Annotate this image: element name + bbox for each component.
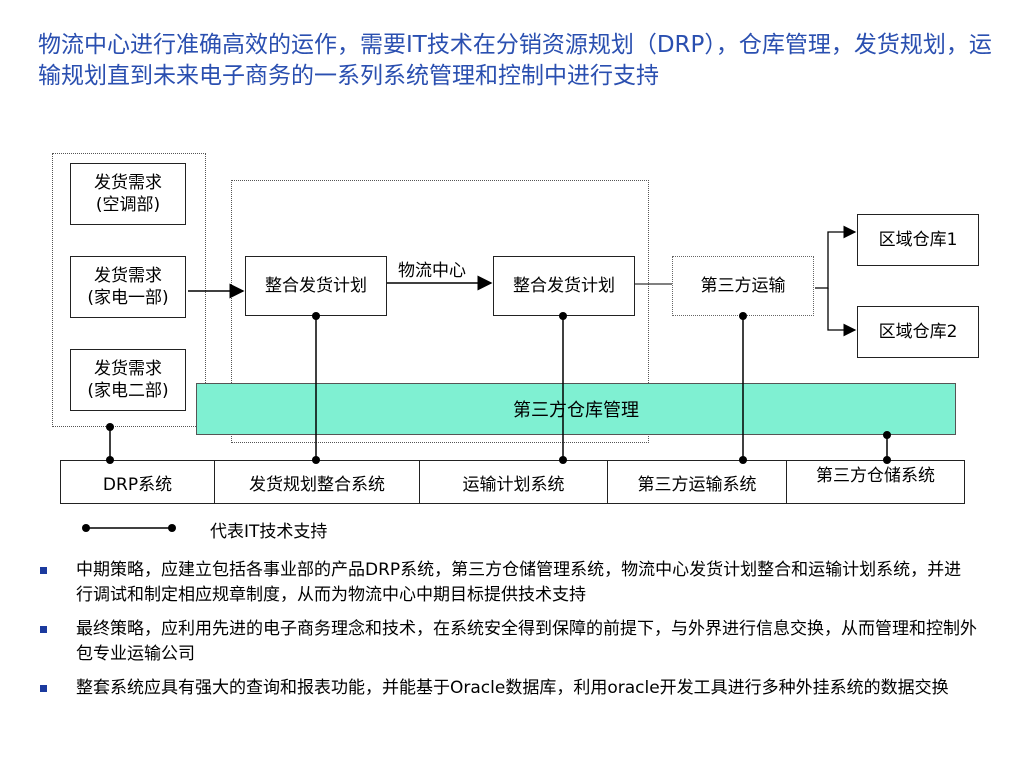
third-party-warehouse-management: 第三方仓库管理 (196, 383, 956, 435)
bullet-list: 中期策略，应建立包括各事业部的产品DRP系统，第三方仓储管理系统，物流中心发货计… (38, 558, 978, 710)
demand-group-outline (52, 153, 206, 427)
system-cell-drp: DRP系统 (61, 461, 215, 503)
bullet-item: 最终策略，应利用先进的电子商务理念和技术，在系统安全得到保障的前提下，与外界进行… (38, 617, 978, 667)
plan-box-right: 整合发货计划 (493, 256, 635, 316)
system-cell-third-party-storage: 第三方仓储系统 (816, 466, 935, 486)
bullet-text: 最终策略，应利用先进的电子商务理念和技术，在系统安全得到保障的前提下，与外界进行… (76, 619, 977, 664)
bullet-item: 中期策略，应建立包括各事业部的产品DRP系统，第三方仓储管理系统，物流中心发货计… (38, 558, 978, 608)
plan-box-left: 整合发货计划 (245, 256, 387, 316)
logistics-center-label: 物流中心 (398, 261, 466, 281)
bullet-square-icon (40, 626, 47, 633)
demand-line1: 发货需求 (94, 266, 162, 286)
system-cell-transport-plan: 运输计划系统 (420, 461, 608, 503)
systems-table: DRP系统 发货规划整合系统 运输计划系统 第三方运输系统 第三方仓储系统 (60, 460, 965, 504)
page-title: 物流中心进行准确高效的运作，需要IT技术在分销资源规划（DRP），仓库管理，发货… (38, 32, 992, 89)
demand-line1: 发货需求 (94, 359, 162, 379)
third-party-transport-box: 第三方运输 (672, 256, 814, 316)
demand-box-appliance-2: 发货需求 (家电二部) (70, 349, 186, 411)
bullet-item: 整套系统应具有强大的查询和报表功能，并能基于Oracle数据库，利用oracle… (38, 676, 978, 701)
demand-line2: (家电一部) (87, 288, 169, 308)
demand-line2: (空调部) (95, 195, 161, 215)
system-cell-third-party-transport: 第三方运输系统 (608, 461, 787, 503)
regional-warehouse-1: 区域仓库1 (857, 214, 979, 266)
demand-line1: 发货需求 (94, 173, 162, 193)
demand-box-appliance-1: 发货需求 (家电一部) (70, 256, 186, 318)
bullet-square-icon (40, 685, 47, 692)
system-cell-shipping-plan: 发货规划整合系统 (215, 461, 420, 503)
logistics-center-outline (231, 180, 649, 443)
bullet-text: 整套系统应具有强大的查询和报表功能，并能基于Oracle数据库，利用oracle… (76, 678, 949, 698)
regional-warehouse-2: 区域仓库2 (857, 306, 979, 358)
bullet-square-icon (40, 567, 47, 574)
legend-label: 代表IT技术支持 (210, 522, 328, 542)
bullet-text: 中期策略，应建立包括各事业部的产品DRP系统，第三方仓储管理系统，物流中心发货计… (76, 560, 962, 605)
demand-line2: (家电二部) (87, 381, 169, 401)
demand-box-aircon: 发货需求 (空调部) (70, 163, 186, 225)
